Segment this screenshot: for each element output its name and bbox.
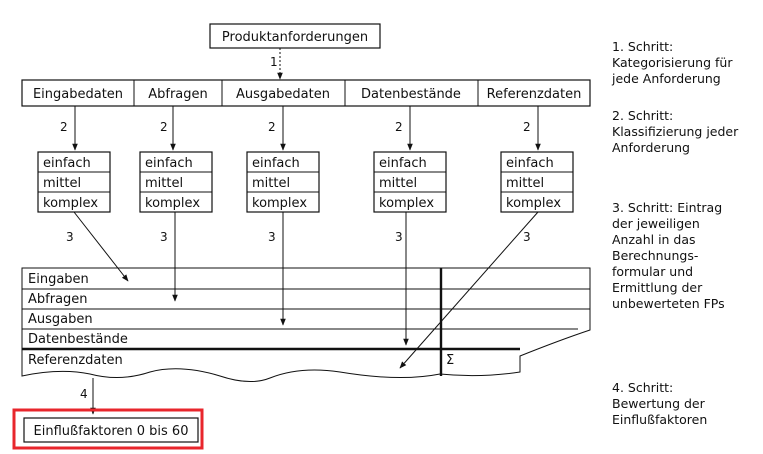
svg-text:2: 2 [395, 120, 403, 134]
step-2-text: 2. Schritt: Klassifizierung jeder Anford… [612, 108, 739, 155]
influence-factors-label: Einflußfaktoren 0 bis 60 [34, 424, 189, 439]
svg-text:3: 3 [66, 230, 74, 244]
svg-text:3: 3 [160, 230, 168, 244]
step-1-text: 1. Schritt: Kategorisierung für jede Anf… [611, 39, 733, 86]
category-abfragen: Abfragen [148, 87, 208, 102]
complexity-box-5: einfach mittel komplex [500, 151, 574, 213]
form-row-eingaben: Eingaben [28, 272, 89, 287]
complexity-box-1: einfach mittel komplex [37, 151, 111, 213]
svg-text:3: 3 [523, 230, 531, 244]
form-row-abfragen: Abfragen [28, 292, 88, 307]
complexity-box-2: einfach mittel komplex [139, 151, 213, 213]
svg-text:unbewerteten FPs: unbewerteten FPs [612, 296, 725, 311]
product-requirements-label: Produktanforderungen [222, 30, 368, 45]
product-requirements-box: Produktanforderungen [209, 23, 381, 49]
svg-text:komplex: komplex [252, 196, 307, 211]
step-2-arrows: 2 2 2 2 2 [60, 106, 541, 151]
svg-text:einfach: einfach [506, 156, 554, 171]
svg-text:3: 3 [395, 230, 403, 244]
svg-text:Einflußfaktoren: Einflußfaktoren [612, 412, 707, 427]
step-4-text: 4. Schritt: Bewertung der Einflußfaktore… [612, 380, 707, 427]
svg-text:jede Anforderung: jede Anforderung [611, 71, 721, 86]
svg-text:2: 2 [523, 120, 531, 134]
svg-text:Kategorisierung für: Kategorisierung für [612, 55, 733, 70]
svg-text:einfach: einfach [252, 156, 300, 171]
influence-factors-box: Einflußfaktoren 0 bis 60 [23, 417, 199, 443]
svg-text:Berechnungs-: Berechnungs- [612, 248, 698, 263]
calculation-form: Eingaben Abfragen Ausgaben Datenbestände… [21, 267, 591, 382]
svg-text:einfach: einfach [145, 156, 193, 171]
category-datenbestaende: Datenbestände [361, 87, 461, 102]
category-ausgabedaten: Ausgabedaten [236, 87, 330, 102]
arrow-label-4: 4 [80, 387, 88, 401]
step-3-text: 3. Schritt: Eintrag der jeweiligen Anzah… [612, 200, 725, 311]
svg-text:Ermittlung der: Ermittlung der [612, 280, 703, 295]
svg-text:2. Schritt:: 2. Schritt: [612, 108, 673, 123]
svg-text:Anzahl in das: Anzahl in das [612, 232, 696, 247]
arrow-label-1: 1 [270, 55, 278, 69]
complexity-box-3: einfach mittel komplex [246, 151, 320, 213]
svg-text:2: 2 [268, 120, 276, 134]
category-row: Eingabedaten Abfragen Ausgabedaten Daten… [21, 79, 591, 107]
svg-text:mittel: mittel [379, 176, 417, 191]
svg-text:formular und: formular und [612, 264, 693, 279]
svg-text:Klassifizierung jeder: Klassifizierung jeder [612, 124, 739, 139]
svg-text:komplex: komplex [379, 196, 434, 211]
svg-text:mittel: mittel [252, 176, 290, 191]
svg-text:einfach: einfach [43, 156, 91, 171]
svg-text:mittel: mittel [43, 176, 81, 191]
svg-text:4. Schritt:: 4. Schritt: [612, 380, 673, 395]
svg-text:2: 2 [160, 120, 168, 134]
svg-text:komplex: komplex [145, 196, 200, 211]
svg-text:Bewertung der: Bewertung der [612, 396, 706, 411]
complexity-box-4: einfach mittel komplex [373, 151, 447, 213]
svg-text:komplex: komplex [43, 196, 98, 211]
svg-text:mittel: mittel [145, 176, 183, 191]
svg-text:mittel: mittel [506, 176, 544, 191]
svg-text:einfach: einfach [379, 156, 427, 171]
svg-text:Anforderung: Anforderung [612, 140, 690, 155]
category-eingabedaten: Eingabedaten [33, 87, 123, 102]
form-row-referenzdaten: Referenzdaten [28, 353, 123, 368]
form-row-datenbestaende: Datenbestände [28, 332, 128, 347]
form-row-ausgaben: Ausgaben [28, 312, 93, 327]
step-3-arrows: 3 3 3 3 3 [66, 211, 539, 369]
svg-text:3: 3 [268, 230, 276, 244]
svg-text:1. Schritt:: 1. Schritt: [612, 39, 673, 54]
svg-text:3. Schritt: Eintrag: 3. Schritt: Eintrag [612, 200, 722, 215]
highlight-box [12, 408, 204, 450]
svg-text:komplex: komplex [506, 196, 561, 211]
sum-symbol: Σ [446, 353, 454, 368]
svg-text:2: 2 [60, 120, 68, 134]
svg-text:der jeweiligen: der jeweiligen [612, 216, 700, 231]
category-referenzdaten: Referenzdaten [487, 87, 582, 102]
